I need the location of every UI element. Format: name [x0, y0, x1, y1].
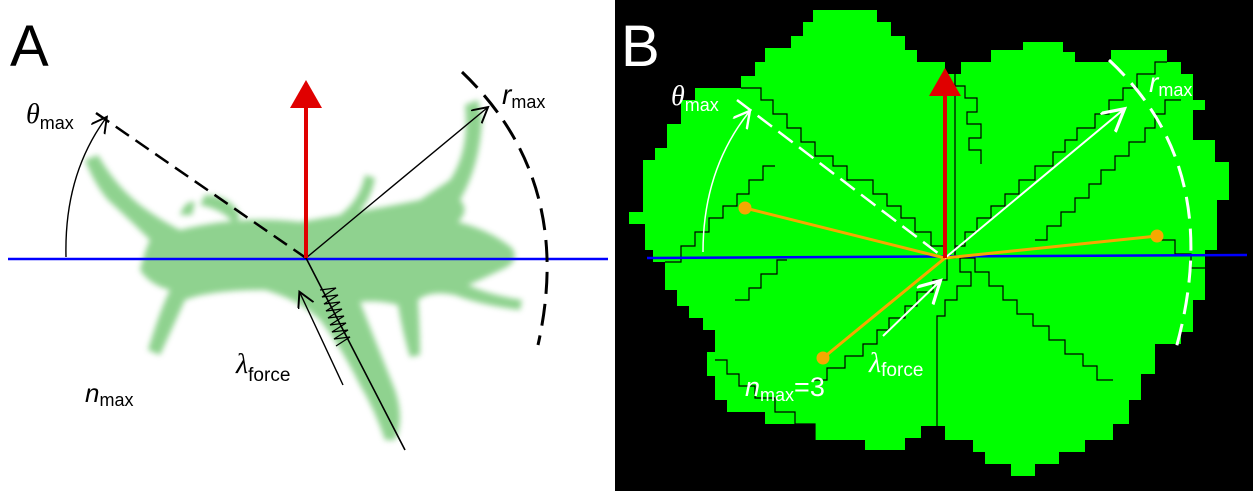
- theta-arc-arrow: [65, 118, 106, 258]
- spoke-endpoint: [816, 351, 830, 365]
- r-max-arrow: [305, 108, 487, 259]
- theta-max-dashed-line: [736, 99, 944, 258]
- panel-letter-a: A: [10, 14, 49, 79]
- cell-shape: [85, 100, 522, 440]
- spoke-endpoint: [1150, 229, 1164, 243]
- n-max-label: nmax=3: [745, 372, 825, 405]
- panel-b: B θmax rmax nmax=3 λforce: [615, 0, 1253, 491]
- spoke-endpoint: [738, 201, 752, 215]
- theta-max-dashed-line: [95, 111, 307, 260]
- cell-cluster: [629, 10, 1229, 476]
- theta-max-label: θmax: [671, 81, 719, 115]
- orange-spokes: [738, 201, 1164, 365]
- theta-max-label: θmax: [26, 99, 74, 133]
- lambda-force-label: λforce: [868, 348, 923, 381]
- lambda-force-arrow: [300, 293, 344, 386]
- panel-letter-b: B: [621, 14, 660, 79]
- r-max-dashed-arc: [1107, 58, 1193, 353]
- theta-arc-arrow: [702, 112, 749, 253]
- lambda-force-arrow: [882, 282, 939, 337]
- r-max-dashed-arc: [460, 70, 549, 346]
- panel-b-diagram: B θmax rmax nmax=3 λforce: [621, 10, 1248, 476]
- cell-cluster-outline: [629, 10, 1229, 476]
- r-max-label: rmax: [1149, 67, 1192, 100]
- panel-a: A θmax rmax nmax λforce: [0, 0, 615, 491]
- n-max-label: nmax: [85, 378, 133, 410]
- spring-coil: [319, 287, 351, 347]
- r-max-label: rmax: [502, 79, 545, 112]
- panel-a-diagram: A θmax rmax nmax λforce: [8, 14, 608, 451]
- lambda-force-label: λforce: [235, 349, 290, 386]
- r-max-arrow: [944, 110, 1123, 259]
